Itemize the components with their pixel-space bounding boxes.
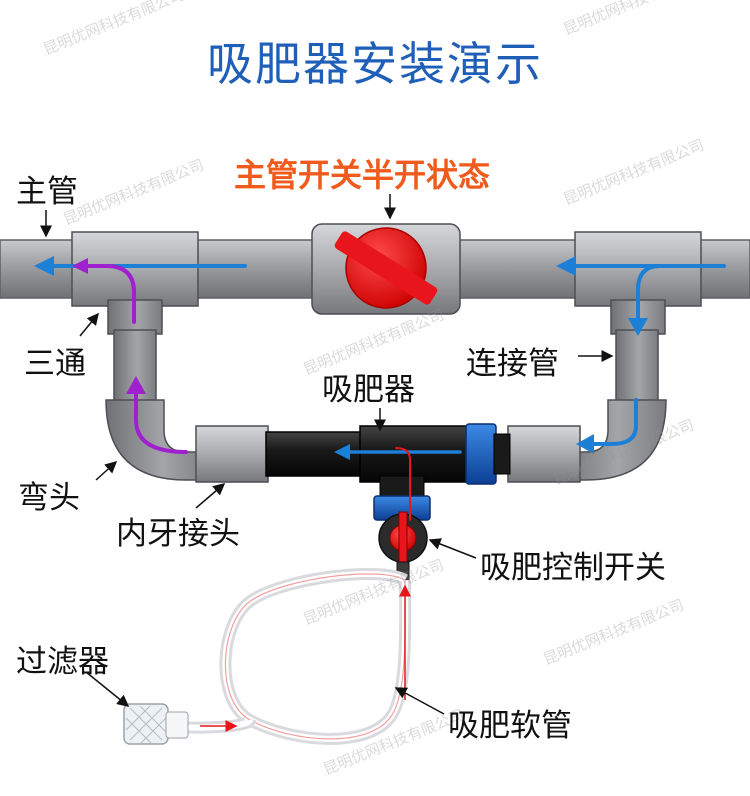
right-elbow [559,399,667,481]
label-tee: 三通 [24,346,86,382]
label-elbow: 弯头 [18,480,80,516]
label-control-switch: 吸肥控制开关 [480,550,666,586]
status-label: 主管开关半开状态 [234,156,491,194]
filter [123,703,189,745]
flow-arrows [34,256,726,521]
left-elbow [105,399,211,481]
label-injector: 吸肥器 [322,372,415,408]
label-main-pipe: 主管 [16,174,78,210]
label-female-adapter: 内牙接头 [116,516,240,552]
female-adapter-left [195,425,269,483]
page-title: 吸肥器安装演示 [207,37,543,91]
injector-blue-nut [465,423,497,485]
label-filter: 过滤器 [16,644,109,680]
label-connector-pipe: 连接管 [466,346,559,382]
label-suction-hose: 吸肥软管 [448,708,572,744]
connector-fitting-right [507,425,581,483]
leader-lines [40,194,614,715]
